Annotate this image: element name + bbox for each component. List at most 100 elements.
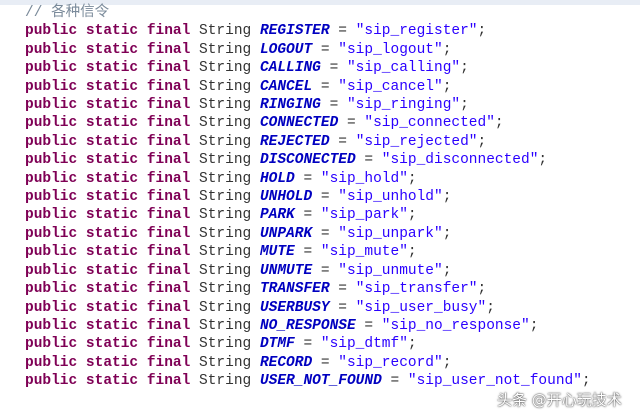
keywords: public static final [25, 133, 191, 150]
keywords: public static final [25, 281, 191, 298]
code-lines: public static final String REGISTER = "s… [25, 22, 591, 390]
code-line: public static final String RECORD = "sip… [25, 354, 452, 371]
constant-name: CONNECTED [259, 115, 339, 132]
code-line: public static final String REJECTED = "s… [25, 133, 487, 150]
constant-name: DTMF [259, 336, 295, 353]
keywords: public static final [25, 354, 191, 371]
string-value: "sip_unhold" [338, 189, 443, 206]
constant-name: MUTE [259, 244, 295, 261]
code-line: public static final String UNMUTE = "sip… [25, 262, 452, 279]
string-value: "sip_register" [355, 23, 478, 40]
code-editor: // 各种信令 public static final String REGIST… [25, 4, 591, 391]
type: String [199, 115, 252, 132]
constant-name: NO_RESPONSE [259, 317, 356, 334]
type: String [199, 299, 252, 316]
keywords: public static final [25, 170, 191, 187]
code-line: public static final String CALLING = "si… [25, 60, 469, 77]
type: String [199, 354, 252, 371]
string-value: "sip_cancel" [338, 78, 443, 95]
type: String [199, 281, 252, 298]
string-value: "sip_user_busy" [355, 299, 487, 316]
string-value: "sip_record" [338, 354, 443, 371]
keywords: public static final [25, 299, 191, 316]
keywords: public static final [25, 23, 191, 40]
code-line: public static final String DTMF = "sip_d… [25, 336, 417, 353]
code-line: public static final String HOLD = "sip_h… [25, 170, 417, 187]
string-value: "sip_logout" [338, 41, 443, 58]
string-value: "sip_connected" [364, 115, 495, 132]
string-value: "sip_transfer" [355, 281, 478, 298]
keywords: public static final [25, 262, 191, 279]
constant-name: HOLD [259, 170, 295, 187]
code-line: public static final String TRANSFER = "s… [25, 281, 487, 298]
code-line: public static final String REGISTER = "s… [25, 23, 487, 40]
constant-name: REJECTED [259, 133, 330, 150]
code-line: public static final String PARK = "sip_p… [25, 207, 417, 224]
string-value: "sip_hold" [320, 170, 408, 187]
keywords: public static final [25, 336, 191, 353]
constant-name: USERBUSY [259, 299, 330, 316]
string-value: "sip_disconnected" [381, 152, 539, 169]
type: String [199, 244, 252, 261]
constant-name: LOGOUT [259, 41, 313, 58]
string-value: "sip_dtmf" [320, 336, 408, 353]
keywords: public static final [25, 317, 191, 334]
keywords: public static final [25, 60, 191, 77]
type: String [199, 170, 252, 187]
type: String [199, 336, 252, 353]
constant-name: TRANSFER [259, 281, 330, 298]
type: String [199, 189, 252, 206]
editor-top-band [0, 0, 640, 5]
constant-name: USER_NOT_FOUND [259, 373, 382, 390]
constant-name: RECORD [259, 354, 313, 371]
type: String [199, 60, 252, 77]
code-line: public static final String USERBUSY = "s… [25, 299, 495, 316]
code-line: public static final String UNPARK = "sip… [25, 225, 452, 242]
keywords: public static final [25, 225, 191, 242]
type: String [199, 373, 252, 390]
type: String [199, 262, 252, 279]
constant-name: UNHOLD [259, 189, 313, 206]
keywords: public static final [25, 244, 191, 261]
code-line: public static final String USER_NOT_FOUN… [25, 373, 591, 390]
constant-name: REGISTER [259, 23, 330, 40]
code-comment: // 各种信令 [25, 5, 110, 21]
string-value: "sip_ringing" [346, 97, 461, 114]
code-line: public static final String DISCONECTED =… [25, 152, 548, 169]
type: String [199, 97, 252, 114]
watermark: 头条 @开心玩技术 [497, 391, 622, 409]
type: String [199, 23, 252, 40]
type: String [199, 41, 252, 58]
constant-name: RINGING [259, 97, 321, 114]
constant-name: CANCEL [259, 78, 313, 95]
code-line: public static final String UNHOLD = "sip… [25, 189, 452, 206]
keywords: public static final [25, 78, 191, 95]
type: String [199, 317, 252, 334]
code-line: public static final String RINGING = "si… [25, 97, 469, 114]
string-value: "sip_rejected" [355, 133, 478, 150]
keywords: public static final [25, 41, 191, 58]
type: String [199, 207, 252, 224]
code-line: public static final String LOGOUT = "sip… [25, 41, 452, 58]
constant-name: CALLING [259, 60, 321, 77]
string-value: "sip_calling" [346, 60, 461, 77]
string-value: "sip_no_response" [381, 317, 530, 334]
keywords: public static final [25, 115, 191, 132]
constant-name: UNPARK [259, 225, 313, 242]
constant-name: PARK [259, 207, 295, 224]
keywords: public static final [25, 189, 191, 206]
string-value: "sip_unmute" [338, 262, 443, 279]
constant-name: DISCONECTED [259, 152, 356, 169]
type: String [199, 225, 252, 242]
code-line: public static final String CANCEL = "sip… [25, 78, 452, 95]
constant-name: UNMUTE [259, 262, 313, 279]
string-value: "sip_user_not_found" [407, 373, 582, 390]
keywords: public static final [25, 152, 191, 169]
keywords: public static final [25, 207, 191, 224]
type: String [199, 78, 252, 95]
code-line: public static final String NO_RESPONSE =… [25, 317, 539, 334]
code-line: public static final String MUTE = "sip_m… [25, 244, 417, 261]
keywords: public static final [25, 373, 191, 390]
string-value: "sip_mute" [320, 244, 408, 261]
type: String [199, 133, 252, 150]
